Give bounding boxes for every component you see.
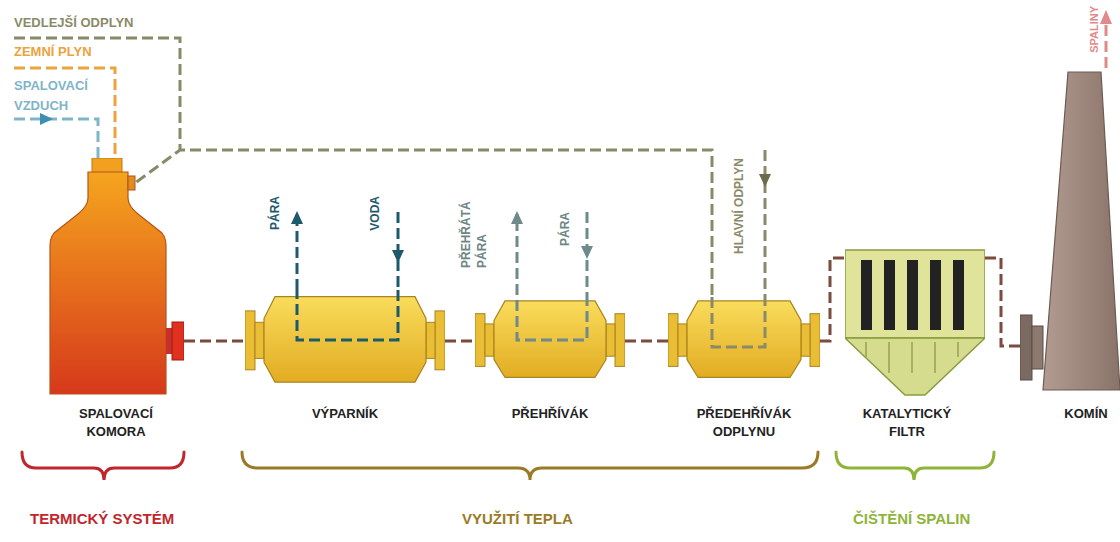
- drawing-part: [22, 452, 994, 480]
- superheater-shape: [475, 295, 625, 380]
- steam-line: [296, 214, 299, 290]
- catalytic-filter: KATALYTICKÝ FILTR: [845, 245, 985, 400]
- drawing-part: [128, 176, 135, 190]
- air-line: [14, 119, 98, 158]
- input-label: ZEMNÍ PLYN: [14, 43, 92, 60]
- superheater: PŘEHŘÍVÁK: [475, 295, 625, 380]
- drawing-part: [668, 314, 678, 367]
- stream-label: SPALINY: [1086, 6, 1103, 53]
- component-label: VÝPARNÍK: [255, 405, 435, 423]
- stream-label: PÁRA: [267, 196, 284, 230]
- chimney: KOMÍN: [1020, 70, 1120, 392]
- drawing-part: [678, 324, 687, 356]
- drawing-part: [888, 342, 890, 373]
- drawing-part: [435, 311, 445, 370]
- flow-connector: [985, 258, 1020, 346]
- natural-gas-line: [14, 68, 115, 158]
- evaporator: VÝPARNÍK: [245, 290, 445, 385]
- component-label: SPALOVACÍ KOMORA: [66, 405, 166, 441]
- drawing-part: [953, 260, 964, 330]
- group-label: VYUŽITÍ TEPLA: [462, 510, 573, 527]
- flow-connector: [820, 258, 845, 341]
- drawing-part: [606, 324, 615, 356]
- stream-label: HLAVNÍ ODPLYN: [731, 158, 748, 254]
- input-label: SPALOVACÍ VZDUCH: [14, 76, 98, 116]
- group-label: TERMICKÝ SYSTÉM: [30, 510, 174, 527]
- component-label: PŘEHŘÍVÁK: [480, 405, 620, 423]
- offgas-preheater: PŘEDEHŘÍVÁK ODPLYNU: [668, 295, 820, 380]
- stream-label: PÁRA: [557, 212, 574, 246]
- group-bracket: [22, 452, 184, 480]
- drawing-part: [712, 295, 765, 347]
- drawing-part: [934, 342, 936, 373]
- combustion-chamber-shape: [48, 158, 184, 398]
- component-label: KATALYTICKÝ FILTR: [851, 405, 963, 441]
- drawing-part: [1020, 315, 1032, 380]
- arrow-head: [511, 211, 523, 224]
- drawing-part: [172, 322, 184, 360]
- drawing-part: [517, 295, 587, 340]
- component-label: KOMÍN: [1041, 405, 1120, 423]
- drawing-part: [485, 324, 494, 356]
- drawing-part: [426, 322, 435, 358]
- flow-connector: [625, 340, 668, 343]
- input-label: VEDLEJŠÍ ODPLYN: [14, 14, 133, 31]
- superheated-steam-line: [516, 214, 519, 295]
- arrow-head: [1100, 10, 1112, 24]
- drawing-part: [911, 342, 913, 373]
- group-label: ČIŠTĚNÍ SPALIN: [853, 510, 970, 527]
- drawing-part: [687, 301, 801, 378]
- catalytic-filter-shape: [845, 245, 985, 400]
- flow-connector: [445, 340, 475, 343]
- group-bracket: [836, 452, 994, 480]
- group-bracket: [242, 452, 818, 480]
- arrow-head: [581, 246, 593, 259]
- drawing-part: [861, 260, 872, 330]
- drawing-part: [930, 260, 941, 330]
- drawing-part: [297, 290, 398, 340]
- drawing-part: [845, 338, 985, 395]
- chimney-shape: [1020, 70, 1120, 392]
- drawing-part: [1043, 72, 1120, 390]
- component-label: PŘEDEHŘÍVÁK ODPLYNU: [683, 405, 805, 441]
- evaporator-shape: [245, 290, 445, 385]
- drawing-part: [1032, 326, 1043, 369]
- drawing-part: [475, 314, 485, 367]
- arrow-head: [291, 211, 303, 224]
- drawing-part: [810, 314, 820, 367]
- flow-connector: [135, 150, 712, 295]
- drawing-part: [245, 311, 255, 370]
- drawing-part: [92, 158, 122, 173]
- combustion-chamber: SPALOVACÍ KOMORA: [48, 158, 184, 398]
- arrow-head: [392, 250, 404, 263]
- drawing-part: [865, 342, 867, 357]
- stream-label: PŘEHŘÁTÁ PÁRA: [458, 198, 490, 268]
- drawing-part: [50, 172, 166, 394]
- drawing-part: [957, 342, 959, 357]
- drawing-part: [801, 324, 810, 356]
- drawing-part: [615, 314, 625, 367]
- drawing-part: [845, 250, 985, 338]
- drawing-part: [255, 322, 264, 358]
- main-offgas-line: [764, 150, 767, 295]
- drawing-part: [907, 260, 918, 330]
- flow-connector: [184, 340, 245, 343]
- arrow-head: [40, 113, 53, 125]
- drawing-part: [884, 260, 895, 330]
- arrow-head: [759, 174, 771, 187]
- offgas-preheater-shape: [668, 295, 820, 380]
- stream-label: VODA: [367, 196, 384, 231]
